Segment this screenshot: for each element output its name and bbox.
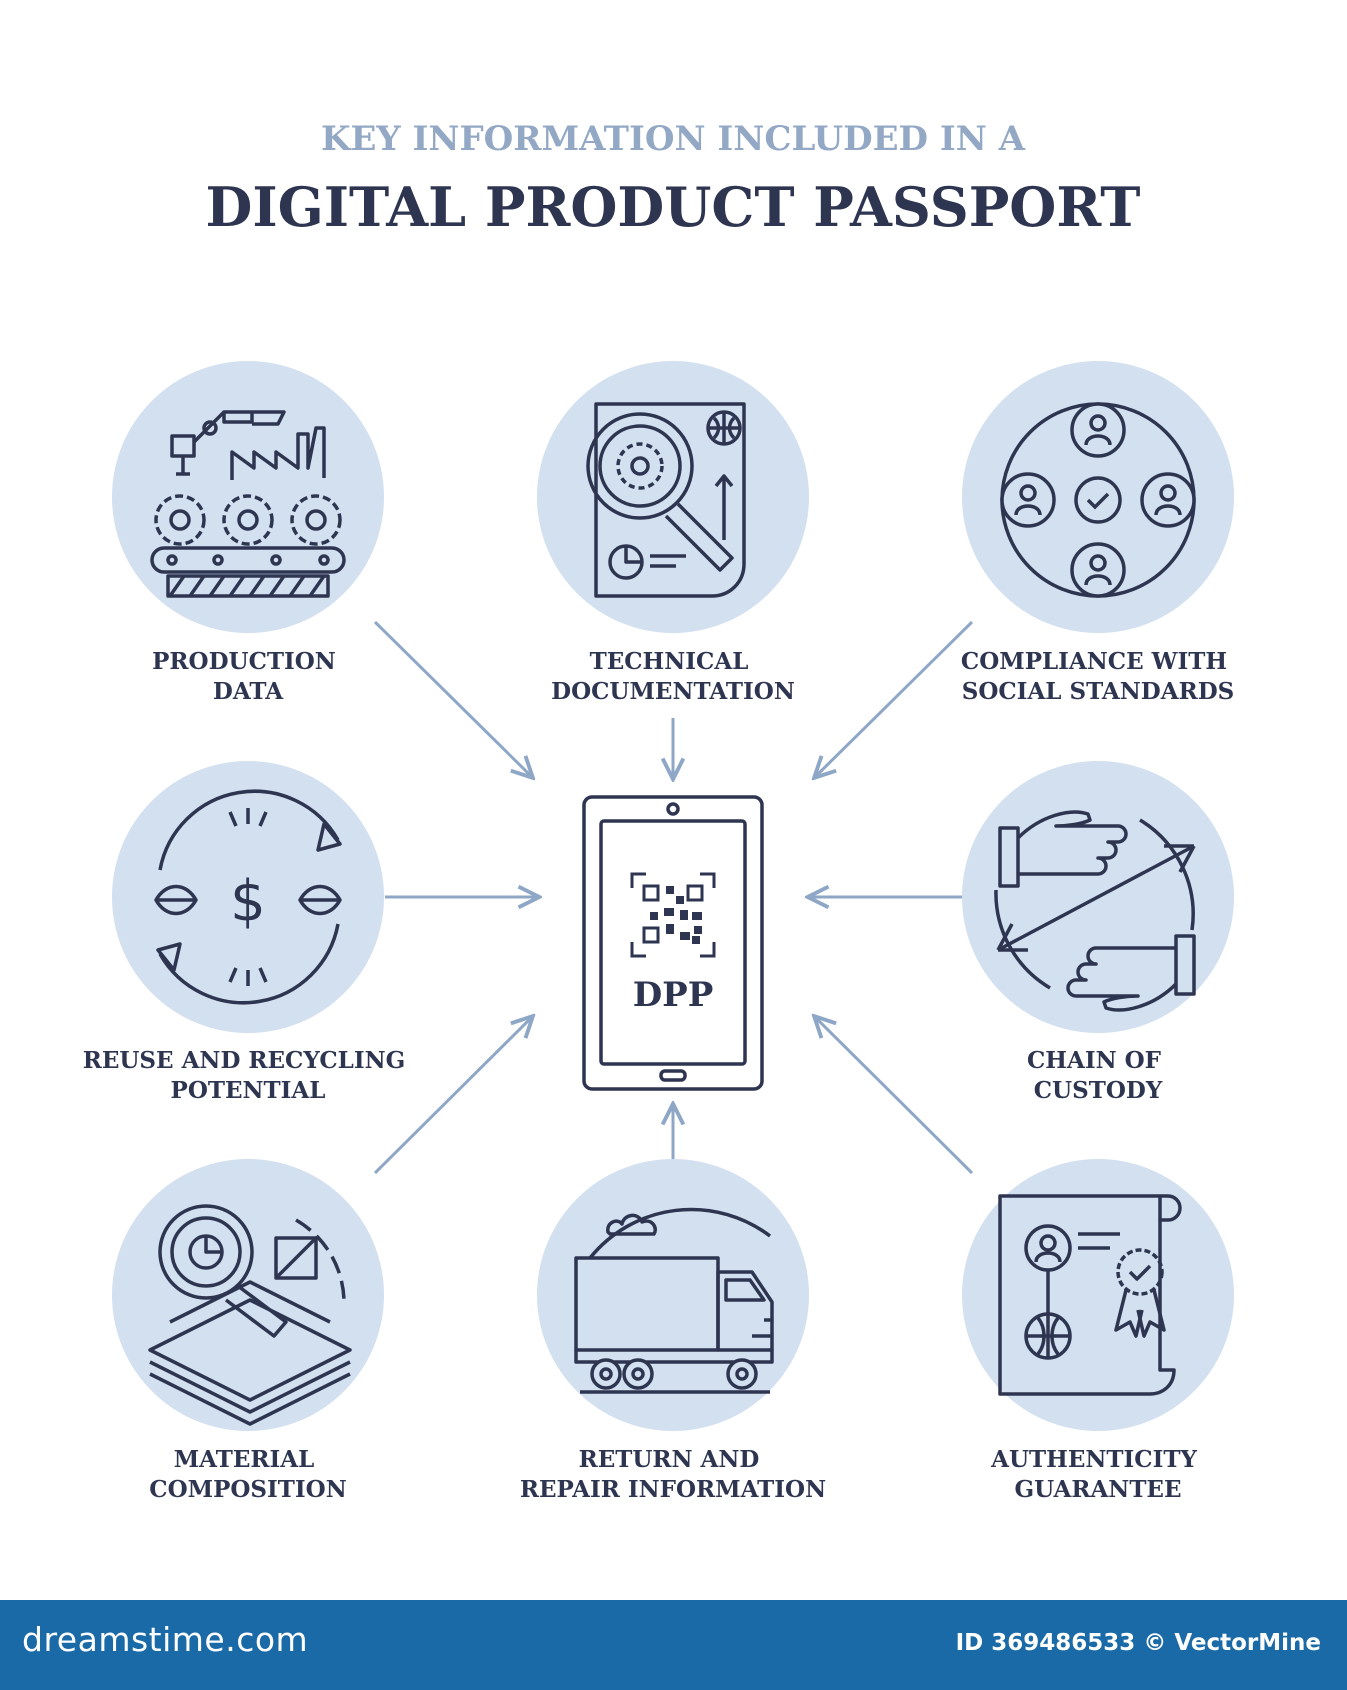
qr-code-icon xyxy=(630,872,716,958)
item-circle xyxy=(537,361,809,633)
page-title: DIGITAL PRODUCT PASSPORT xyxy=(206,175,1141,239)
connector-arrows xyxy=(373,620,974,1175)
item-label-line2: DOCUMENTATION xyxy=(551,678,795,705)
item-label-line2: CUSTODY xyxy=(1034,1077,1163,1104)
item-label-line2: POTENTIAL xyxy=(171,1077,326,1104)
arrow-production-data xyxy=(373,620,532,777)
arrow-compliance-social-standards xyxy=(815,620,974,777)
svg-text:CHAIN OF CUSTODY: CHAIN OF CUSTODY xyxy=(1027,1047,1169,1104)
item-label-line1: AUTHENTICITY xyxy=(990,1446,1197,1473)
subtitle: KEY INFORMATION INCLUDED IN A xyxy=(321,119,1026,159)
diagram-canvas: KEY INFORMATION INCLUDED IN A DIGITAL PR… xyxy=(83,119,1235,1503)
people-circle-check-icon xyxy=(1000,402,1196,598)
item-label-line2: REPAIR INFORMATION xyxy=(520,1476,826,1503)
item-label-line1: COMPLIANCE WITH xyxy=(961,648,1227,675)
certificate-badge-icon xyxy=(998,1194,1182,1396)
svg-text:AUTHENTICITY GUARANTEE: AUTHENTICITY GUARANTEE xyxy=(990,1446,1205,1503)
brand-logo[interactable]: dreamstime.com xyxy=(22,1620,309,1659)
item-label-line1: PRODUCTION xyxy=(152,648,336,675)
item-return-repair-information: RETURN AND REPAIR INFORMATION xyxy=(520,1159,826,1503)
svg-text:MATERIAL COMPOSITION: MATERIAL COMPOSITION xyxy=(149,1446,346,1503)
item-circle xyxy=(962,361,1234,633)
dpp-label: DPP xyxy=(633,975,714,1015)
item-label-line1: REUSE AND RECYCLING xyxy=(83,1047,406,1074)
arrow-authenticity-guarantee xyxy=(815,1017,974,1175)
item-reuse-recycling-potential: $ REUSE AND RECYCLING POTENTIAL xyxy=(83,761,414,1104)
item-label-line1: CHAIN OF xyxy=(1027,1047,1162,1074)
item-material-composition: MATERIAL COMPOSITION xyxy=(112,1159,384,1503)
item-label-line2: SOCIAL STANDARDS xyxy=(962,678,1235,705)
item-label-line1: TECHNICAL xyxy=(590,648,749,675)
factory-conveyor-gears-icon xyxy=(150,410,346,598)
hands-exchange-arrows-icon xyxy=(994,810,1196,1012)
item-label-line2: GUARANTEE xyxy=(1015,1476,1182,1503)
document-magnifier-gear-icon xyxy=(586,402,746,598)
item-technical-documentation: TECHNICAL DOCUMENTATION xyxy=(537,361,809,705)
item-authenticity-guarantee: AUTHENTICITY GUARANTEE xyxy=(962,1159,1234,1503)
item-compliance-social-standards: COMPLIANCE WITH SOCIAL STANDARDS xyxy=(961,361,1235,705)
dollar-leaves-cycle-icon: $ xyxy=(154,789,342,1005)
item-label-line1: RETURN AND xyxy=(579,1446,760,1473)
delivery-truck-icon xyxy=(574,1207,774,1394)
item-label-line2: COMPOSITION xyxy=(149,1476,346,1503)
arrow-material-composition xyxy=(373,1017,532,1175)
svg-text:REUSE AND RECYCLING POTE: REUSE AND RECYCLING POTENTIAL xyxy=(83,1047,414,1104)
watermark-footer: dreamstime.com ID 369486533 © VectorMine xyxy=(0,1600,1347,1690)
dpp-tablet: DPP xyxy=(582,795,764,1091)
layers-magnifier-icon xyxy=(148,1204,352,1426)
item-production-data: PRODUCTION DATA xyxy=(112,361,384,705)
item-label-line2: DATA xyxy=(213,678,284,705)
svg-text:PRODUCTION DATA: PRODUCTION DATA xyxy=(152,648,344,705)
svg-text:$: $ xyxy=(230,869,266,934)
svg-text:RETURN AND REPAIR INFORM: RETURN AND REPAIR INFORMATION xyxy=(520,1446,826,1503)
svg-text:TECHNICAL DOCUMENTATION: TECHNICAL DOCUMENTATION xyxy=(551,648,795,705)
image-credit: ID 369486533 © VectorMine xyxy=(955,1630,1321,1656)
svg-text:COMPLIANCE WITH SOCIAL S: COMPLIANCE WITH SOCIAL STANDARDS xyxy=(961,648,1235,705)
item-chain-of-custody: CHAIN OF CUSTODY xyxy=(962,761,1234,1104)
item-label-line1: MATERIAL xyxy=(174,1446,315,1473)
item-circle xyxy=(962,1159,1234,1431)
